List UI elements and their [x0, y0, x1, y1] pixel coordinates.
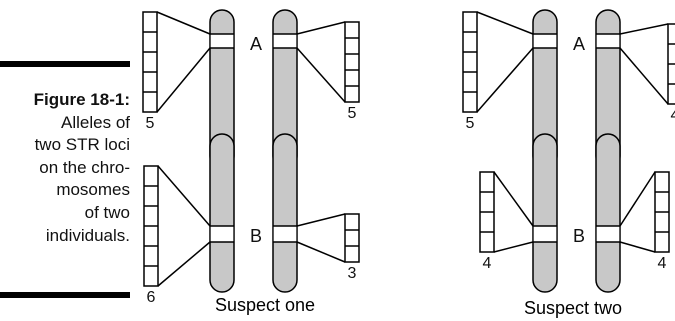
chromosome-arm	[595, 133, 621, 293]
figure-caption: Figure 18-1: Alleles of two STR loci on …	[0, 89, 130, 247]
connector-line	[619, 23, 669, 35]
connector-line	[493, 241, 534, 253]
allele-ladder	[462, 11, 478, 113]
connector-line	[493, 171, 534, 227]
caption-top-bar	[0, 61, 130, 67]
connector-line	[619, 171, 656, 227]
connector-line	[157, 241, 211, 287]
str-locus-band	[210, 226, 234, 242]
caption-line: Alleles of	[61, 112, 130, 132]
locus-label-b: B	[573, 226, 585, 246]
connector-line	[296, 213, 346, 227]
allele-count-label: 3	[348, 265, 357, 282]
allele-ladder	[142, 11, 158, 113]
chromosome-arm	[272, 133, 298, 293]
str-locus-band	[596, 34, 620, 48]
caption-line: two STR loci	[34, 135, 130, 155]
connector-line	[619, 47, 669, 105]
str-locus-band	[533, 226, 557, 242]
locus-label-a: A	[250, 34, 262, 54]
allele-count-label: 5	[146, 115, 155, 132]
connector-line	[156, 47, 211, 113]
connector-line	[156, 11, 211, 35]
allele-ladder	[344, 213, 360, 263]
caption-line: individuals.	[45, 225, 130, 245]
str-locus-band	[596, 226, 620, 242]
suspect-name: Suspect two	[524, 298, 622, 318]
locus-label-b: B	[250, 226, 262, 246]
locus-label-a: A	[573, 34, 585, 54]
connector-line	[476, 11, 534, 35]
allele-count-label: 6	[147, 289, 156, 306]
str-locus-band	[533, 34, 557, 48]
caption-label: Figure 18-1:	[33, 90, 130, 109]
allele-count-label: 4	[658, 255, 667, 272]
caption-line: on the chro-	[39, 157, 130, 177]
connector-line	[296, 47, 346, 103]
connector-line	[296, 21, 346, 35]
allele-count-label: 4	[483, 255, 492, 272]
connector-line	[157, 165, 211, 227]
str-locus-band	[210, 34, 234, 48]
allele-count-label: 5	[348, 105, 357, 122]
connector-line	[476, 47, 534, 113]
suspect-one-group: Suspect one A B 5 5 6 3	[142, 9, 360, 315]
connector-line	[296, 241, 346, 263]
suspect-two-group: Suspect two A B 5 4 4 4	[462, 9, 675, 318]
connector-line	[619, 241, 656, 253]
str-locus-band	[273, 34, 297, 48]
caption-line: of two	[84, 202, 130, 222]
suspect-name: Suspect one	[215, 295, 315, 315]
chromosome-arm	[532, 133, 558, 293]
allele-count-label: 5	[466, 115, 475, 132]
caption-line: mosomes	[56, 180, 130, 200]
caption-bottom-bar	[0, 292, 130, 298]
str-locus-band	[273, 226, 297, 242]
allele-count-label: 4	[671, 107, 675, 124]
chromosome-arm	[209, 133, 235, 293]
allele-ladder	[344, 21, 360, 103]
